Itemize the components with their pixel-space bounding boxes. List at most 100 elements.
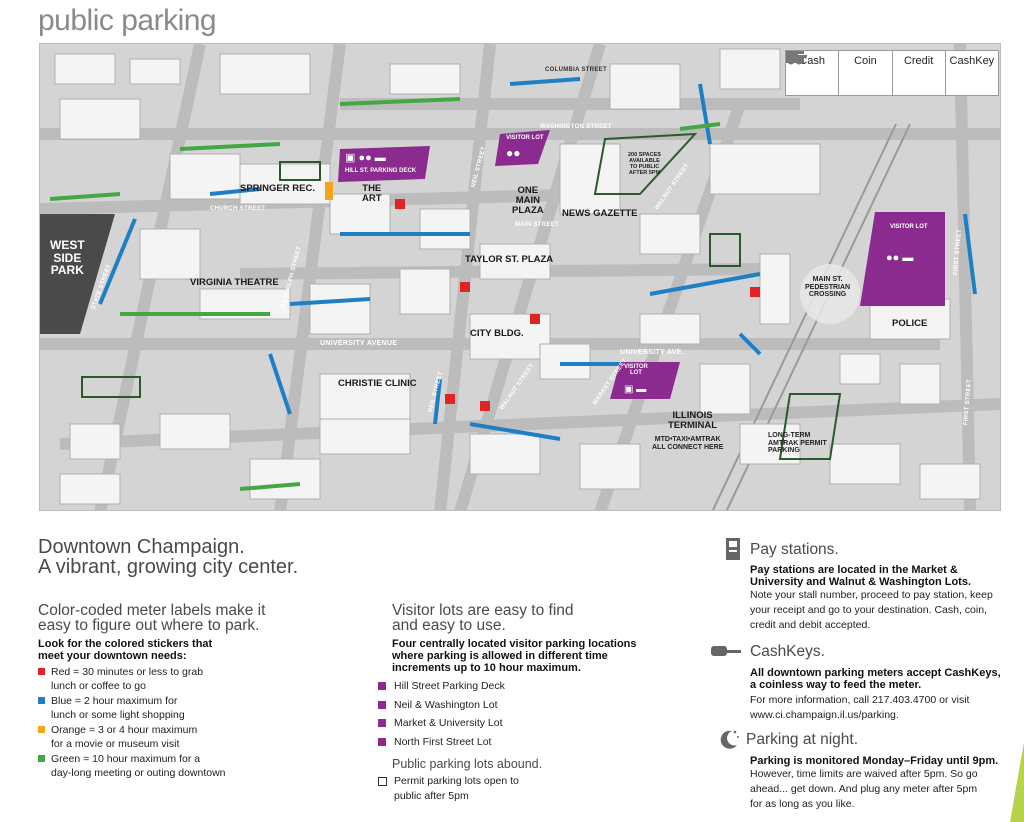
- decorative-corner: [1010, 742, 1024, 822]
- visitor-heading-line2: and easy to use.: [392, 617, 506, 634]
- permit-lot-swatch: [378, 777, 387, 786]
- map-label-news-gazette: NEWS GAZETTE: [562, 208, 638, 219]
- visitor-lot-list: Hill Street Parking Deck Neil & Washingt…: [378, 677, 712, 751]
- map-label-hill-deck: HILL ST. PARKING DECK: [345, 168, 417, 174]
- cashkeys-section: CashKeys. All downtown parking meters ac…: [710, 640, 1022, 723]
- cashkeys-heading: CashKeys.: [750, 642, 825, 660]
- meters-sub-line2: meet your downtown needs:: [38, 650, 187, 662]
- visitor-lot-2-icons: ▣ ▬: [624, 384, 647, 395]
- map-label-springer: SPRINGER REC.: [240, 183, 315, 194]
- pay-line2: your receipt and go to your destination.…: [750, 604, 987, 616]
- page-title: public parking: [38, 4, 217, 37]
- map-label-spaces-note: 200 SPACES AVAILABLE TO PUBLIC AFTER 5PM: [628, 152, 661, 177]
- pay-stations-section: Pay stations. Pay stations are located i…: [722, 538, 1022, 633]
- hill-deck-payment-icons: ▣ ●● ▬: [345, 152, 386, 164]
- visitor-lot-3-icons: ●● ▬: [886, 252, 914, 264]
- intro-title-line2: A vibrant, growing city center.: [38, 556, 299, 578]
- night-heading: Parking at night.: [746, 730, 859, 748]
- visitor-section: Visitor lots are easy to find and easy t…: [378, 602, 712, 804]
- street-university-ave: UNIVERSITY AVENUE: [320, 340, 398, 347]
- green-swatch: [38, 755, 45, 762]
- red-swatch: [38, 668, 45, 675]
- street-main: MAIN STREET: [515, 222, 559, 228]
- pay-station-icon: [722, 538, 744, 560]
- visitor-heading-line1: Visitor lots are easy to find: [392, 602, 574, 619]
- meters-section: Color-coded meter labels make it easy to…: [38, 603, 358, 781]
- map-label-visitor-lot-1: VISITOR LOT: [506, 135, 544, 141]
- legend-credit-label: Credit: [903, 55, 934, 67]
- map-label-taylor: TAYLOR ST. PLAZA: [465, 254, 554, 265]
- map-label-one-main: ONE MAIN PLAZA: [512, 185, 544, 216]
- meters-sub-line1: Look for the colored stickers that: [38, 638, 213, 650]
- pay-bold-line2: University and Walnut & Washington Lots.: [750, 576, 972, 588]
- pay-line3: credit and debit accepted.: [750, 619, 871, 631]
- lot-item: Hill Street Parking Deck: [378, 677, 712, 696]
- night-line1: However, time limits are waived after 5p…: [750, 768, 978, 780]
- map-drawing: [40, 44, 1000, 510]
- legend-cashkey-label: CashKey: [949, 55, 995, 67]
- night-bold-line1: Parking is monitored Monday–Friday until…: [750, 755, 999, 767]
- map-label-christie: CHRISTIE CLINIC: [338, 378, 417, 389]
- map-label-main-crossing: MAIN ST. PEDESTRIAN CROSSING: [805, 276, 851, 299]
- cashkeys-line2: www.ci.champaign.il.us/parking.: [750, 709, 899, 721]
- purple-swatch: [378, 682, 386, 691]
- lot-item: Neil & Washington Lot: [378, 696, 712, 715]
- visitor-lot-coin-icon: ●●: [506, 146, 521, 160]
- night-section: Parking at night. Parking is monitored M…: [718, 728, 1022, 812]
- lot-item-label: North First Street Lot: [394, 735, 492, 748]
- intro-heading: Downtown Champaign. A vibrant, growing c…: [38, 537, 298, 577]
- lot-item: Market & University Lot: [378, 714, 712, 733]
- orange-swatch: [38, 726, 45, 733]
- pay-line1: Note your stall number, proceed to pay s…: [750, 589, 993, 601]
- purple-swatch: [378, 737, 386, 746]
- pay-bold-line1: Pay stations are located in the Market &: [750, 564, 958, 576]
- payment-legend: Cash $ Coin Credit CashKey: [785, 50, 999, 96]
- lot-item-label: Hill Street Parking Deck: [394, 680, 505, 693]
- map-label-illinois-terminal: ILLINOIS TERMINAL: [668, 410, 718, 431]
- legend-cashkey: CashKey: [786, 51, 998, 95]
- map-label-west-side-park: WEST SIDE PARK: [50, 238, 85, 278]
- meters-heading-line1: Color-coded meter labels make it: [38, 602, 266, 619]
- pay-heading: Pay stations.: [750, 540, 839, 558]
- legend-cash-label: Cash: [799, 55, 825, 67]
- meters-heading-line2: easy to figure out where to park.: [38, 617, 260, 634]
- legend-credit: Credit: [786, 51, 946, 95]
- map-label-visitor-lot-2: VISITOR LOT: [624, 364, 648, 377]
- cashkeys-bold-line2: a coinless way to feed the meter.: [750, 679, 922, 691]
- cashkeys-line1: For more information, call 217.403.4700 …: [750, 694, 970, 706]
- street-columbia: COLUMBIA STREET: [545, 67, 607, 73]
- map-label-virginia: VIRGINIA THEATRE: [190, 277, 279, 288]
- street-washington: WASHINGTON STREET: [540, 124, 612, 130]
- blue-swatch: [38, 697, 45, 704]
- visitor-sub-line3: increments up to 10 hour maximum.: [392, 662, 581, 674]
- lot-item: North First Street Lot: [378, 733, 712, 752]
- permit-heading: Public parking lots abound.: [392, 757, 543, 771]
- purple-swatch: [378, 719, 386, 728]
- moon-icon: [718, 728, 740, 750]
- visitor-sub-line2: where parking is allowed in different ti…: [392, 650, 608, 662]
- map-label-long-term: LONG-TERM AMTRAK PERMIT PARKING: [768, 432, 827, 455]
- cashkey-icon: [710, 640, 744, 662]
- night-line2: ahead... get down. And plug any meter af…: [750, 783, 978, 795]
- downtown-parking-map: WEST SIDE PARK SPRINGER REC. THE ART ONE…: [39, 43, 1001, 511]
- lot-item-label: Market & University Lot: [394, 717, 503, 730]
- visitor-sub-line1: Four centrally located visitor parking l…: [392, 638, 637, 650]
- map-label-visitor-lot-3: VISITOR LOT: [890, 224, 928, 230]
- intro-title-line1: Downtown Champaign.: [38, 536, 245, 558]
- street-university-ave-2: UNIVERSITY AVE.: [620, 349, 684, 356]
- map-label-the-art: THE ART: [362, 183, 382, 204]
- night-line3: for as long as you like.: [750, 798, 855, 810]
- map-label-city-bldg: CITY BLDG.: [470, 328, 524, 339]
- legend-coin: Coin: [787, 51, 893, 95]
